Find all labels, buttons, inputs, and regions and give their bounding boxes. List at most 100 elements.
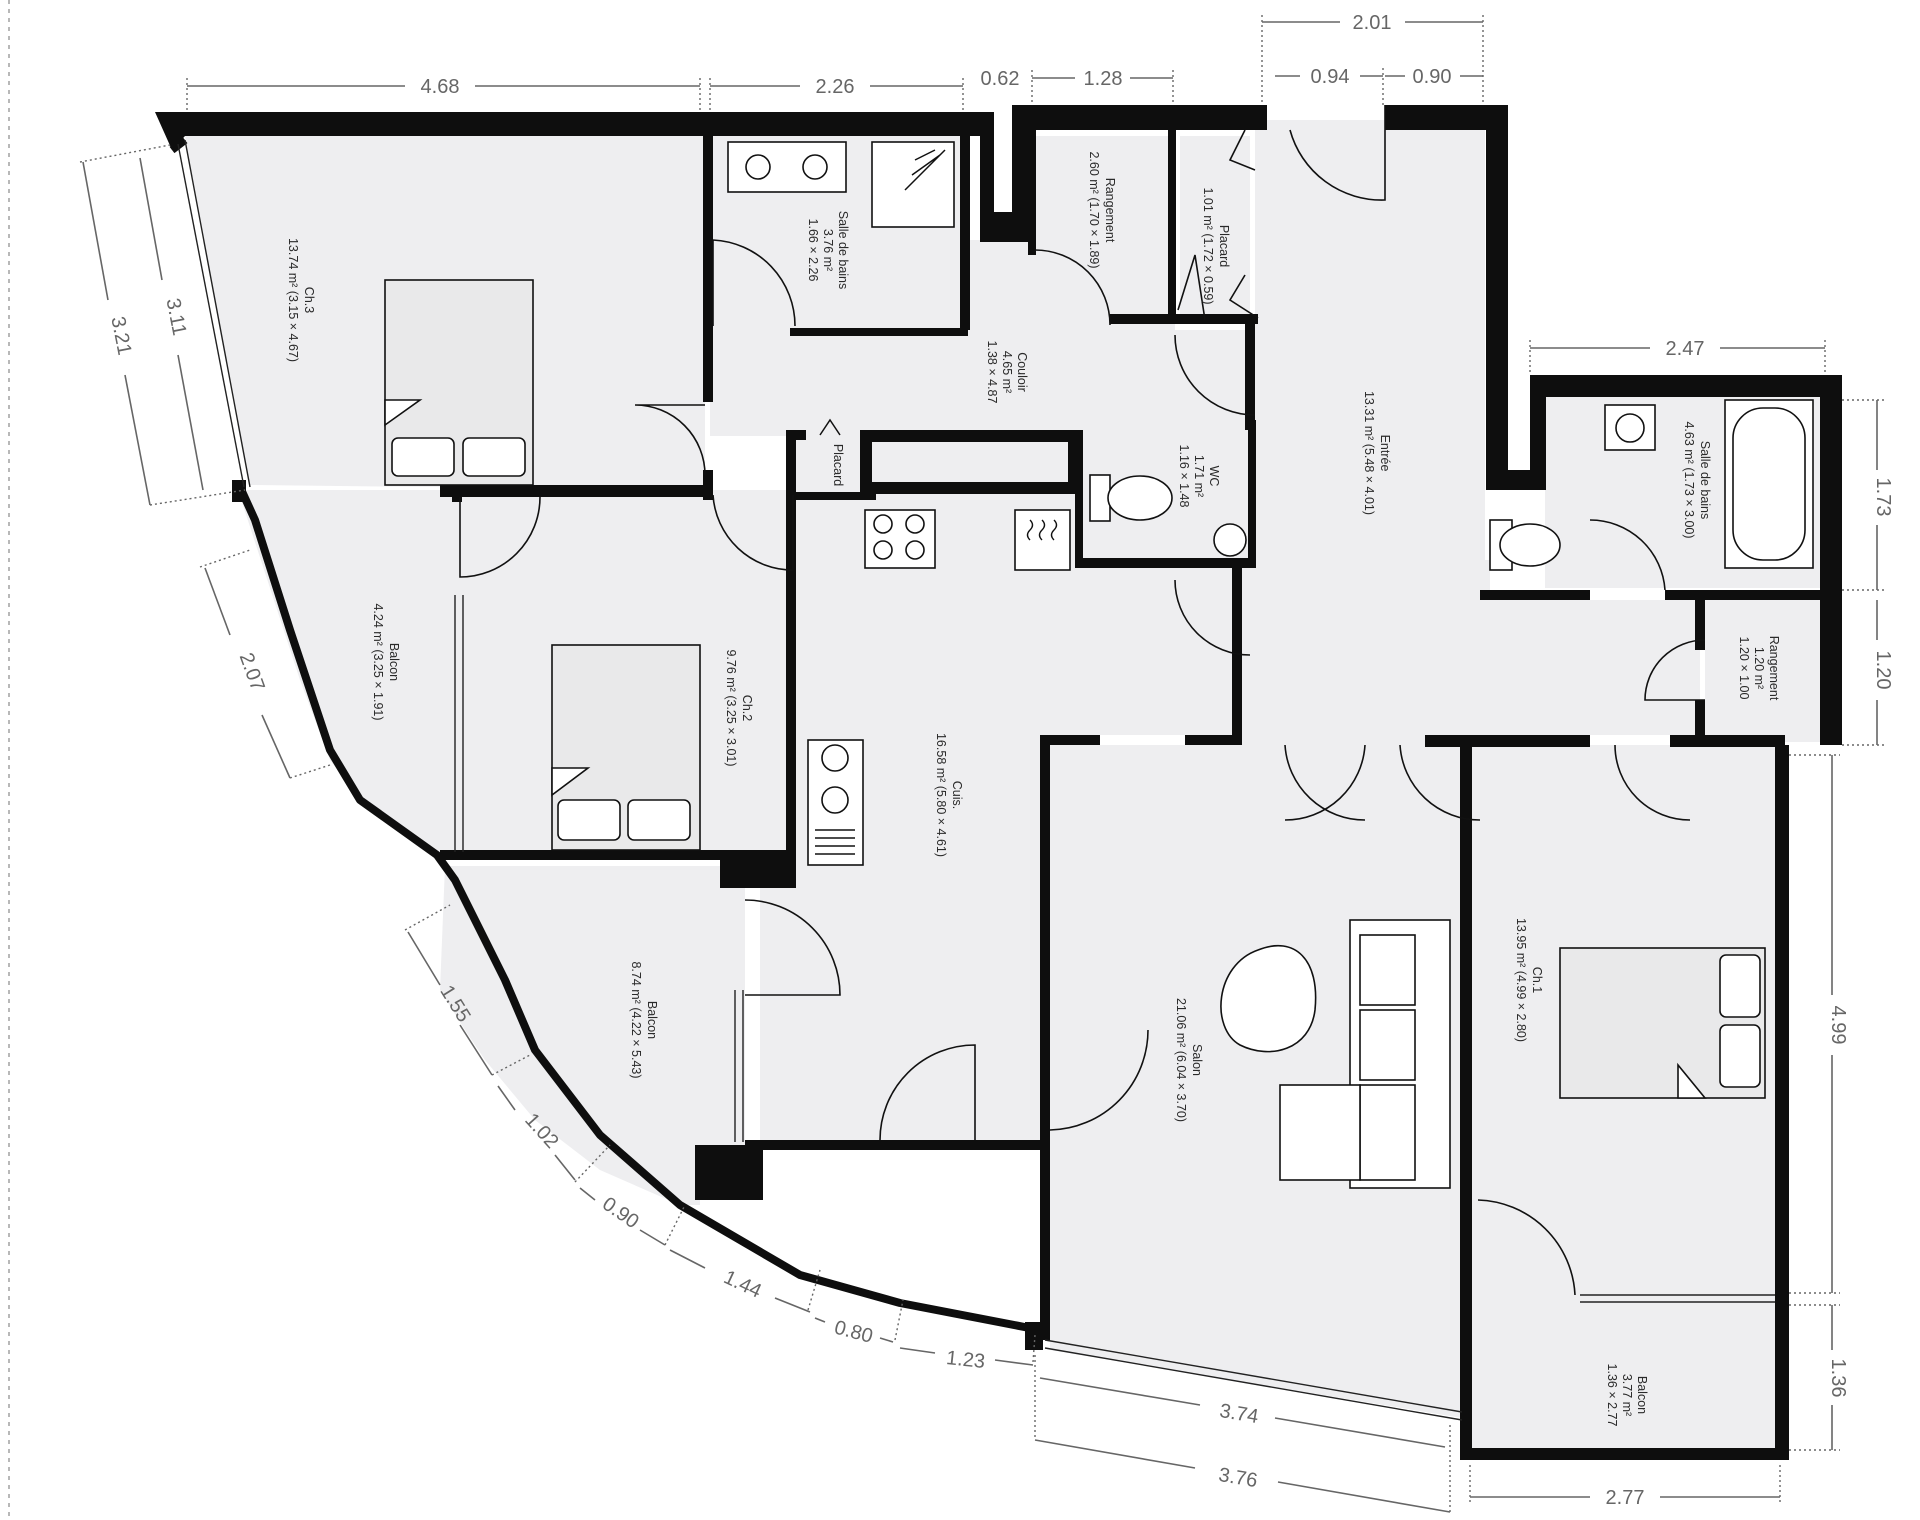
salon-table bbox=[1220, 944, 1317, 1053]
sink-sdb1-b bbox=[802, 154, 828, 180]
label-ch2-area: 9.76 m² (3.25 × 3.01) bbox=[724, 649, 738, 766]
dim-bottom-376: 3.76 bbox=[1034, 1355, 1451, 1513]
wall-salon-top-left bbox=[1040, 735, 1100, 745]
wall-ch2-bottom bbox=[440, 850, 796, 860]
wall-block-top bbox=[860, 430, 1078, 442]
door-couloir-ch2[interactable] bbox=[712, 494, 794, 571]
dim-right-247-label: 2.47 bbox=[1666, 338, 1705, 360]
label-placard1-area: 1.01 m² (1.72 × 0.59) bbox=[1201, 187, 1215, 304]
dim-left-207-label: 2.07 bbox=[235, 650, 269, 694]
dim-top-226: 2.26 bbox=[709, 76, 964, 112]
label-salon-name: Salon bbox=[1190, 1044, 1204, 1076]
label-sdb2: Salle de bains 4.63 m² (1.73 × 3.00) bbox=[1682, 421, 1712, 538]
wall-rang1-left bbox=[1028, 125, 1036, 255]
floor-balcon2 bbox=[440, 866, 745, 1205]
wall-entree-left bbox=[1245, 318, 1255, 430]
label-ch1: Ch.1 13.95 m² (4.99 × 2.80) bbox=[1514, 918, 1544, 1042]
door-salon-right[interactable] bbox=[1399, 744, 1481, 821]
burner-2 bbox=[905, 514, 925, 534]
label-rangement1: Rangement 2.60 m² (1.70 × 1.89) bbox=[1087, 151, 1117, 268]
wall-block-left bbox=[860, 430, 872, 492]
door-cuis-bottom[interactable] bbox=[879, 1044, 976, 1141]
wall-sdb1-bottom bbox=[790, 328, 968, 336]
window-ch3 bbox=[184, 139, 251, 488]
wall-ch1-top bbox=[1670, 735, 1785, 747]
label-rangement1-area: 2.60 m² (1.70 × 1.89) bbox=[1087, 151, 1101, 268]
door-ch3[interactable] bbox=[634, 404, 706, 476]
door-ch1[interactable] bbox=[1614, 744, 1691, 821]
window-ch3-2 bbox=[177, 143, 245, 488]
sofa-seat-c bbox=[1359, 1084, 1416, 1181]
shower-sdb1 bbox=[871, 141, 955, 228]
door-salon-left[interactable] bbox=[1284, 744, 1366, 821]
label-placard1: Placard 1.01 m² (1.72 × 0.59) bbox=[1201, 187, 1231, 304]
wall-wc-left bbox=[1075, 430, 1083, 565]
label-sdb1-area: 3.76 m² bbox=[821, 229, 835, 271]
blanket-fold-ch3 bbox=[384, 399, 423, 427]
label-couloir: Couloir 4.65 m² 1.38 × 4.87 bbox=[985, 341, 1029, 404]
kitchen-sink-basin-b bbox=[821, 786, 849, 814]
floor-balcon1 bbox=[238, 490, 460, 860]
door-sdb2[interactable] bbox=[1589, 519, 1666, 591]
door-ch1-balcon[interactable] bbox=[1477, 1199, 1576, 1296]
dim-bottom-374: 3.74 bbox=[1039, 1377, 1446, 1448]
wall-cuis-corner bbox=[720, 850, 796, 888]
door-placard1-b[interactable] bbox=[1228, 129, 1256, 171]
label-rangement1-name: Rangement bbox=[1103, 178, 1117, 243]
label-balcon3: Balcon 3.77 m² 1.36 × 2.77 bbox=[1605, 1364, 1649, 1427]
toilet-sdb2-bowl bbox=[1499, 523, 1561, 567]
door-rang2[interactable] bbox=[1644, 639, 1706, 701]
dim-arc-090-label: 0.90 bbox=[598, 1193, 643, 1233]
wall-rang1-bottom bbox=[1110, 314, 1258, 324]
label-balcon3-area: 3.77 m² bbox=[1620, 1374, 1634, 1416]
label-ch1-name: Ch.1 bbox=[1530, 967, 1544, 993]
door-sdb1[interactable] bbox=[712, 239, 796, 327]
wall-salon-top-right bbox=[1425, 735, 1590, 747]
door-wc[interactable] bbox=[1174, 334, 1256, 416]
door-placard1-a[interactable] bbox=[1177, 254, 1206, 321]
floor-balcon3 bbox=[1470, 1300, 1775, 1455]
dimension-lines: 4.68 2.26 0.62 1.28 2.01 bbox=[79, 12, 1894, 1513]
door-cuis-balcon[interactable] bbox=[744, 899, 841, 996]
label-cuis-name: Cuis. bbox=[950, 781, 964, 809]
door-cuis-entree[interactable] bbox=[1174, 579, 1251, 656]
dim-right-120: 1.20 bbox=[1842, 600, 1894, 746]
dim-left-311: 3.11 bbox=[139, 157, 204, 491]
oven-heat-icon bbox=[1026, 519, 1058, 541]
door-ch2[interactable] bbox=[459, 496, 541, 578]
wall-sdb2-bottom bbox=[1480, 590, 1590, 600]
dim-top-226-label: 2.26 bbox=[816, 76, 855, 98]
door-rang1[interactable] bbox=[1034, 249, 1111, 326]
dim-bottom-277-label: 2.77 bbox=[1606, 1487, 1645, 1509]
label-rangement2-size: 1.20 × 1.00 bbox=[1737, 637, 1751, 700]
label-entree-area: 13.31 m² (5.48 × 4.01) bbox=[1362, 391, 1376, 515]
wall-ch2-right bbox=[786, 560, 796, 870]
label-wc-name: WC bbox=[1207, 466, 1221, 487]
label-balcon3-size: 1.36 × 2.77 bbox=[1605, 1364, 1619, 1427]
pillow-ch2-a bbox=[557, 799, 621, 841]
label-wc: WC 1.71 m² 1.16 × 1.48 bbox=[1177, 445, 1221, 508]
label-balcon1-name: Balcon bbox=[387, 643, 401, 681]
label-entree: Entrée 13.31 m² (5.48 × 4.01) bbox=[1362, 391, 1392, 515]
door-placard1-c[interactable] bbox=[1228, 274, 1259, 319]
wall-cuis-bottom bbox=[745, 1140, 1045, 1150]
shower-spray-icon bbox=[904, 149, 946, 191]
dim-top-094-label: 0.94 bbox=[1311, 66, 1350, 88]
dim-top-128: 1.28 bbox=[1031, 68, 1174, 105]
dim-arc-080-label: 0.80 bbox=[832, 1317, 875, 1348]
door-entree[interactable] bbox=[1289, 105, 1386, 201]
floor-rangement2 bbox=[1705, 600, 1820, 742]
label-ch1-area: 13.95 m² (4.99 × 2.80) bbox=[1514, 918, 1528, 1042]
label-balcon3-name: Balcon bbox=[1635, 1376, 1649, 1414]
label-entree-name: Entrée bbox=[1378, 435, 1392, 472]
sofa-seat-b bbox=[1359, 1009, 1416, 1081]
burner-3 bbox=[873, 540, 893, 560]
door-salon-cuis[interactable] bbox=[1049, 1029, 1149, 1131]
dim-arc-123-label: 1.23 bbox=[945, 1347, 986, 1373]
dim-top-201: 2.01 bbox=[1261, 12, 1484, 105]
kitchen-sink-drainer bbox=[815, 829, 855, 855]
dim-arc-123: 1.23 bbox=[899, 1334, 1036, 1373]
label-ch3-area: 13.74 m² (3.15 × 4.67) bbox=[286, 238, 300, 362]
toilet-wc-bowl bbox=[1107, 475, 1173, 521]
